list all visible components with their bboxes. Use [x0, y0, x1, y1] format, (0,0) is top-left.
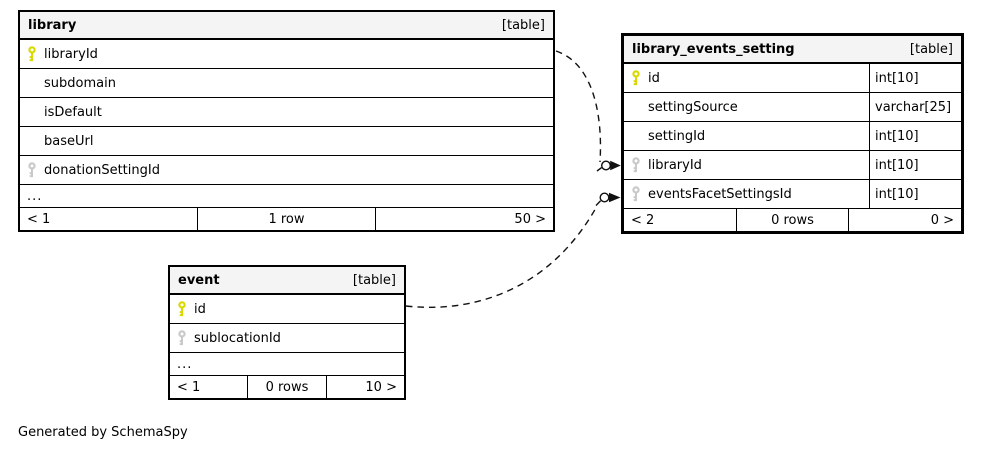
column-name: libraryId [44, 46, 98, 62]
relationship-event-to-eventsFacetSettingsId [405, 192, 621, 309]
column-name: settingId [648, 128, 706, 144]
primary-key-icon [177, 301, 194, 317]
arrowhead-icon [609, 192, 621, 203]
column-name: sublocationId [194, 330, 281, 346]
column-type: int[10] [869, 151, 961, 179]
row-count: 0 rows [247, 376, 325, 398]
table-title: event [178, 272, 220, 288]
table-node-library-events-setting[interactable]: library_events_setting [table] id int[10… [621, 33, 964, 234]
parent-count: < 2 [631, 212, 655, 228]
foreign-key-icon [631, 186, 648, 202]
column-row-id: id [170, 295, 404, 324]
table-header[interactable]: library [table] [20, 12, 553, 40]
foreign-key-icon [631, 157, 648, 173]
column-name: id [648, 70, 660, 86]
column-name: baseUrl [44, 133, 94, 149]
more-columns-ellipsis: ... [170, 353, 404, 376]
zero-or-one-circle-icon [599, 192, 610, 203]
column-row-isDefault: isDefault [20, 98, 553, 127]
table-pager: < 1 0 rows 10 > [170, 376, 404, 398]
parent-count: < 1 [177, 379, 201, 395]
column-row-libraryId: libraryId int[10] [624, 151, 961, 180]
table-pager: < 1 1 row 50 > [20, 208, 553, 230]
column-row-subdomain: subdomain [20, 69, 553, 98]
column-name: isDefault [44, 104, 102, 120]
table-header[interactable]: event [table] [170, 267, 404, 295]
column-name: id [194, 301, 206, 317]
table-type-badge: [table] [352, 272, 396, 288]
column-name: subdomain [44, 75, 116, 91]
table-node-event[interactable]: event [table] id [168, 265, 406, 400]
relationship-library-to-libraryId [555, 50, 621, 172]
column-row-eventsFacetSettingsId: eventsFacetSettingsId int[10] [624, 180, 961, 209]
child-count: 0 > [848, 209, 961, 231]
column-name: donationSettingId [44, 162, 160, 178]
arrowhead-icon [610, 160, 621, 171]
zero-or-one-circle-icon [601, 160, 612, 171]
foreign-key-icon [27, 162, 44, 178]
child-count: 10 > [325, 376, 404, 398]
column-type: int[10] [869, 122, 961, 150]
more-columns-ellipsis: ... [20, 185, 553, 208]
table-title: library [28, 17, 77, 33]
column-type: int[10] [869, 180, 961, 208]
table-type-badge: [table] [909, 41, 953, 57]
parent-count: < 1 [27, 211, 51, 227]
generated-by-note: Generated by SchemaSpy [18, 425, 188, 440]
primary-key-icon [27, 46, 44, 62]
row-count: 0 rows [735, 209, 849, 231]
table-title: library_events_setting [632, 41, 795, 57]
column-row-id: id int[10] [624, 64, 961, 93]
column-row-sublocationId: sublocationId [170, 324, 404, 353]
table-pager: < 2 0 rows 0 > [624, 209, 961, 231]
column-name: settingSource [648, 99, 738, 115]
table-type-badge: [table] [501, 17, 545, 33]
column-row-baseUrl: baseUrl [20, 127, 553, 156]
column-row-settingId: settingId int[10] [624, 122, 961, 151]
column-row-donationSettingId: donationSettingId [20, 156, 553, 185]
table-node-library[interactable]: library [table] libraryId subdomain [18, 10, 555, 232]
row-count: 1 row [197, 208, 375, 230]
column-name: libraryId [648, 157, 702, 173]
column-type: varchar[25] [869, 93, 961, 121]
column-row-libraryId: libraryId [20, 40, 553, 69]
child-count: 50 > [375, 208, 553, 230]
column-name: eventsFacetSettingsId [648, 186, 792, 202]
table-header[interactable]: library_events_setting [table] [624, 36, 961, 64]
column-type: int[10] [869, 64, 961, 92]
primary-key-icon [631, 70, 648, 86]
foreign-key-icon [177, 330, 194, 346]
column-row-settingSource: settingSource varchar[25] [624, 93, 961, 122]
